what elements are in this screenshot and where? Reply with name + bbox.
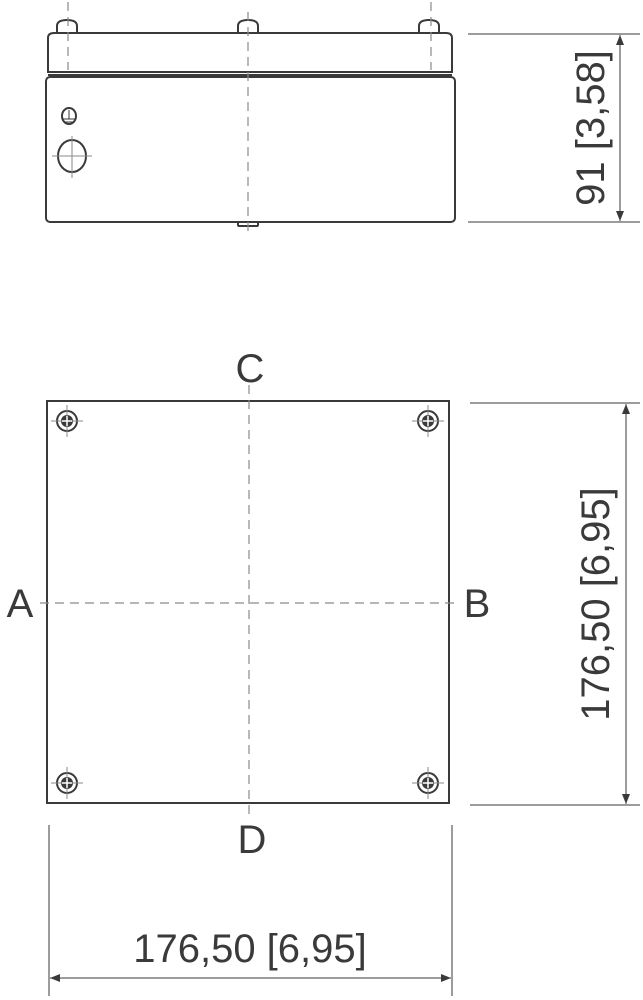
enclosure-lid — [47, 32, 453, 73]
section-label-d: D — [238, 818, 267, 862]
screw-icon — [412, 767, 444, 799]
plan-width-dimension: 176,50 [6,95] — [48, 825, 453, 996]
enclosure-top — [46, 400, 450, 804]
screw-icon — [51, 405, 83, 437]
enclosure-body — [45, 76, 456, 223]
plan-height-label: 176,50 [6,95] — [574, 487, 618, 721]
screw-icons — [51, 405, 444, 799]
screw-icon — [412, 405, 444, 437]
height-dimension: 91 [3,58] — [468, 33, 640, 223]
height-dimension-label: 91 [3,58] — [569, 50, 613, 206]
plan-view: C A B D 176,50 [6,95] 176,50 [6,95] — [7, 347, 640, 996]
side-view: 91 [3,58] — [45, 2, 640, 236]
earth-ground-icon — [61, 107, 77, 125]
plan-width-label: 176,50 [6,95] — [133, 927, 367, 971]
screw-icon — [51, 767, 83, 799]
section-label-b: B — [464, 582, 491, 626]
section-label-c: C — [236, 347, 265, 391]
section-label-a: A — [7, 582, 34, 626]
plan-height-dimension: 176,50 [6,95] — [470, 402, 640, 806]
cable-entry-icon — [52, 136, 92, 178]
